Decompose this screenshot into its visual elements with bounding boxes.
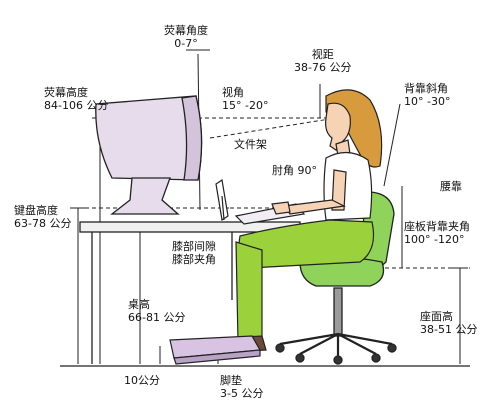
label-document-holder: 文件架 [234, 138, 267, 151]
label-backrest-tilt: 背靠斜角 10° -30° [404, 82, 450, 108]
monitor [96, 96, 202, 214]
label-view-angle: 视角 15° -20° [222, 86, 268, 112]
label-view-distance: 视距 38-76 公分 [294, 48, 351, 74]
label-seat-height: 座面高 38-51 公分 [420, 310, 477, 336]
label-knee-clearance: 膝部间隙 膝部夹角 [172, 240, 216, 266]
label-lumbar-support: 腰靠 [440, 180, 462, 193]
label-screen-angle: 荧幕角度 0-7° [164, 24, 208, 50]
label-desk-height: 桌高 66-81 公分 [128, 298, 185, 324]
label-footrest: 脚垫 3-5 公分 [220, 374, 263, 400]
label-footrest-clearance: 10公分 [124, 374, 160, 387]
label-seat-back-angle: 座板背靠夹角 100° -120° [404, 220, 470, 246]
label-screen-height: 荧幕高度 84-106 公分 [44, 86, 108, 112]
label-keyboard-height: 键盘高度 63-78 公分 [14, 204, 71, 230]
footrest [170, 336, 260, 364]
label-elbow-angle: 肘角 90° [272, 164, 317, 177]
document-holder [216, 180, 228, 220]
